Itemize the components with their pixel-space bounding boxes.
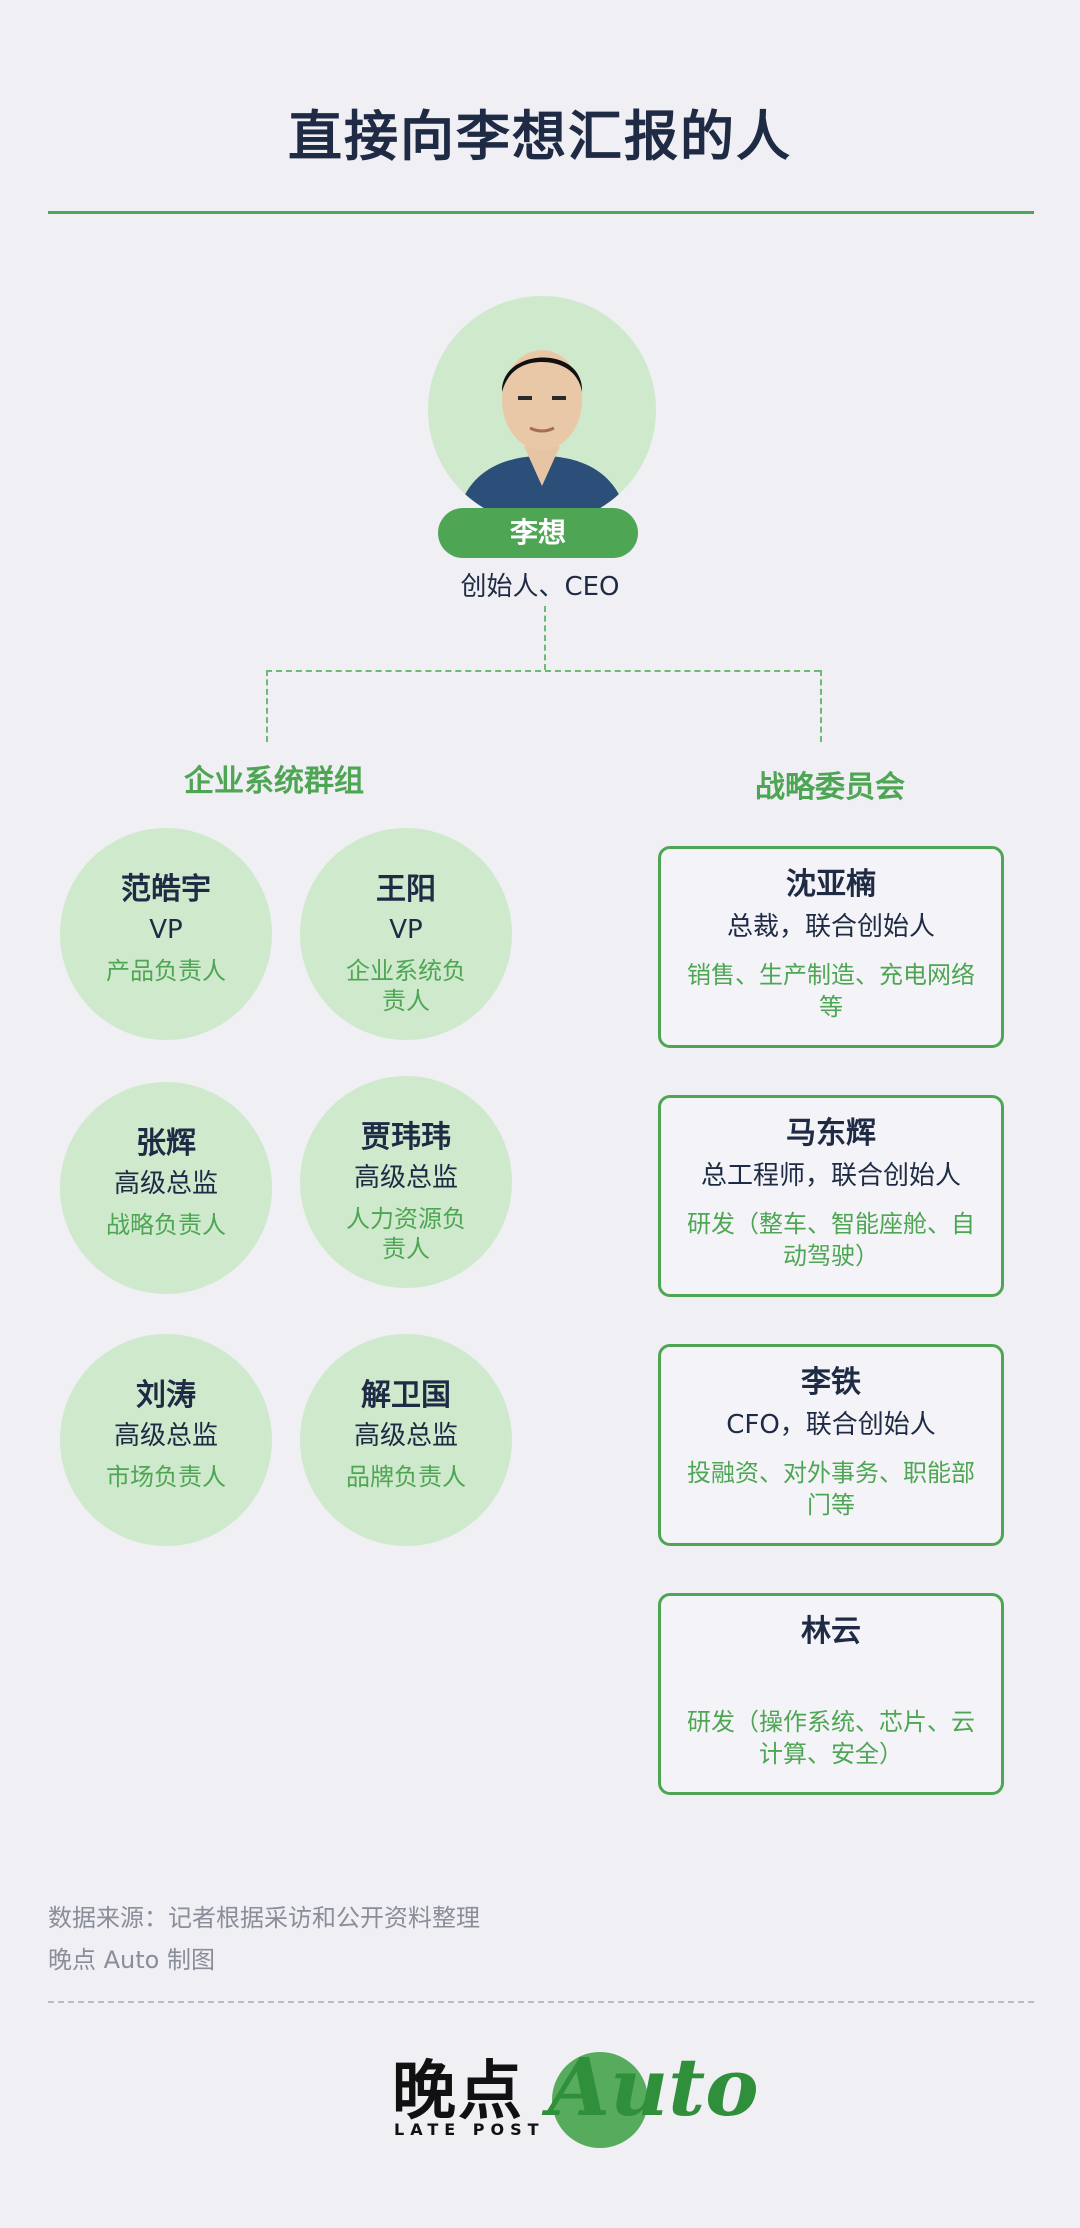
member-responsibility: 品牌负责人 bbox=[346, 1463, 466, 1491]
member-circle: 王阳 VP 企业系统负责人 bbox=[300, 828, 512, 1040]
member-name: 沈亚楠 bbox=[786, 867, 876, 902]
group-label-enterprise: 企业系统群组 bbox=[184, 764, 364, 799]
member-circle: 刘涛 高级总监 市场负责人 bbox=[60, 1334, 272, 1546]
member-name: 张辉 bbox=[136, 1126, 196, 1161]
member-circle: 张辉 高级总监 战略负责人 bbox=[60, 1082, 272, 1294]
member-circle: 贾玮玮 高级总监 人力资源负责人 bbox=[300, 1076, 512, 1288]
member-title bbox=[661, 1654, 1001, 1694]
member-title: VP bbox=[149, 915, 183, 945]
member-responsibility: 企业系统负责人 bbox=[346, 957, 466, 1015]
member-responsibility: 销售、生产制造、充电网络等 bbox=[687, 961, 975, 1021]
member-responsibility: 人力资源负责人 bbox=[346, 1205, 466, 1263]
member-title: CFO，联合创始人 bbox=[726, 1410, 936, 1440]
connector-trunk bbox=[544, 606, 546, 670]
member-responsibility: 产品负责人 bbox=[106, 957, 226, 985]
member-circle: 范皓宇 VP 产品负责人 bbox=[60, 828, 272, 1040]
member-name: 刘涛 bbox=[136, 1378, 196, 1413]
logo-auto: Auto bbox=[548, 2040, 759, 2134]
member-name: 贾玮玮 bbox=[361, 1120, 451, 1155]
member-title: VP bbox=[389, 915, 423, 945]
title-divider bbox=[48, 211, 1034, 214]
member-name: 林云 bbox=[801, 1614, 861, 1649]
member-circle: 解卫国 高级总监 品牌负责人 bbox=[300, 1334, 512, 1546]
member-responsibility: 研发（整车、智能座舱、自动驾驶） bbox=[687, 1210, 975, 1270]
member-name: 王阳 bbox=[376, 872, 436, 907]
footer-divider bbox=[48, 2001, 1034, 2003]
member-card: 沈亚楠 总裁，联合创始人 销售、生产制造、充电网络等 bbox=[658, 846, 1004, 1048]
chart-credit: 晚点 Auto 制图 bbox=[48, 1946, 215, 1974]
logo-wordmark-en: LATE POST bbox=[394, 2120, 545, 2139]
member-responsibility: 市场负责人 bbox=[106, 1463, 226, 1491]
ceo-name-badge: 李想 bbox=[438, 508, 638, 558]
member-responsibility: 投融资、对外事务、职能部门等 bbox=[687, 1459, 975, 1519]
member-title: 总工程师，联合创始人 bbox=[700, 1161, 961, 1191]
member-card: 林云 研发（操作系统、芯片、云计算、安全） bbox=[658, 1593, 1004, 1795]
member-name: 马东辉 bbox=[786, 1116, 876, 1151]
member-name: 李铁 bbox=[801, 1365, 861, 1400]
ceo-role: 创始人、CEO bbox=[460, 572, 620, 602]
member-title: 高级总监 bbox=[113, 1421, 218, 1451]
connector-left bbox=[266, 670, 268, 742]
page-title: 直接向李想汇报的人 bbox=[288, 105, 792, 168]
person-portrait-icon bbox=[456, 350, 628, 524]
member-title: 高级总监 bbox=[113, 1169, 218, 1199]
member-name: 范皓宇 bbox=[121, 872, 211, 907]
group-label-strategy: 战略委员会 bbox=[755, 770, 905, 805]
connector-branch bbox=[266, 670, 820, 672]
logo-wordmark-cn: 晚点 bbox=[392, 2055, 524, 2129]
connector-right bbox=[820, 670, 822, 742]
member-title: 总裁，联合创始人 bbox=[726, 912, 935, 942]
member-name: 解卫国 bbox=[361, 1378, 451, 1413]
data-source-note: 数据来源：记者根据采访和公开资料整理 bbox=[48, 1904, 480, 1932]
member-title: 高级总监 bbox=[353, 1163, 458, 1193]
member-card: 马东辉 总工程师，联合创始人 研发（整车、智能座舱、自动驾驶） bbox=[658, 1095, 1004, 1297]
member-title: 高级总监 bbox=[353, 1421, 458, 1451]
logo-blob-icon bbox=[552, 2052, 648, 2148]
member-card: 李铁 CFO，联合创始人 投融资、对外事务、职能部门等 bbox=[658, 1344, 1004, 1546]
member-responsibility: 战略负责人 bbox=[106, 1211, 226, 1239]
member-responsibility: 研发（操作系统、芯片、云计算、安全） bbox=[687, 1708, 975, 1768]
ceo-avatar bbox=[428, 296, 656, 524]
